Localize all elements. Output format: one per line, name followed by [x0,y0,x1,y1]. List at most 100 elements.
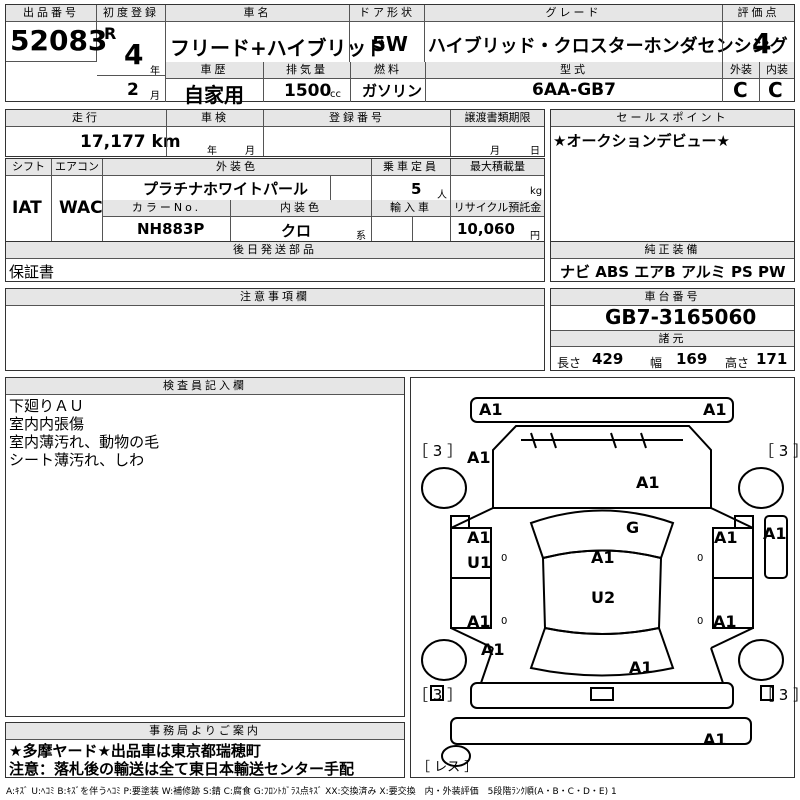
damage-mark: A1 [467,528,491,547]
damage-mark: A1 [467,612,491,631]
shift: IAT [12,198,42,218]
tr-day-unit: 日 [530,146,540,157]
import-label: 輸入車 [372,200,450,217]
damage-mark: A1 [591,548,615,567]
max-load-unit: kg [530,186,543,197]
width: 169 [676,350,708,368]
header-block [5,4,795,102]
history: 自家用 [184,83,244,107]
inspector-line: 室内薄汚れ、動物の毛 [9,433,160,451]
insp-month-unit: 月 [245,146,255,157]
office-block [5,722,405,778]
later-parts: 保証書 [9,263,55,281]
damage-mark: A1 [714,528,738,547]
damage-mark: A1 [629,658,653,677]
equipment-label: 純正装備 [551,242,794,259]
car-diagram: A1 A1 A1 A1 A1 G A1 A1 A1 U1 A1 U2 A1 A1… [410,377,800,778]
capacity-label: 乗車定員 [372,159,450,176]
damage-mark: A1 [481,640,505,659]
tire-label: 0 [501,616,508,627]
ext-color-label: 外装色 [103,159,371,176]
reg-no-label: 登録番号 [264,110,450,127]
later-parts-block [5,241,545,282]
int-color-label: 内装色 [231,200,371,217]
damage-mark: G [626,518,640,537]
model: 6AA-GB7 [532,80,616,100]
interior-color: クロ [281,222,312,240]
transfer-label: 譲渡書類期限 [451,110,544,127]
specs-label: 諸元 [551,330,794,347]
inspection-label: 車検 [167,110,263,127]
interior-color-unit: 系 [356,231,366,242]
sales-point-label: セールスポイント [551,110,794,127]
exterior-color: プラチナホワイトパール [143,180,309,198]
damage-mark: A1 [763,524,787,543]
chassis-label: 車台番号 [551,289,794,306]
reg-month: 2 [127,80,139,100]
office-line-1: ★多摩ヤード★出品車は東京都瑞穂町 [9,742,261,760]
year-unit: 年 [150,66,160,77]
max-load-label: 最大積載量 [451,159,544,176]
damage-mark: A1 [467,448,491,467]
month-unit: 月 [150,91,160,102]
reg-year: 4 [124,38,144,71]
tire-bracket: ［ 3 ］ [759,686,800,704]
lot-number: 52083 [10,24,108,57]
chassis-number: GB7-3165060 [605,305,757,329]
equipment-block [550,241,795,282]
grade: ハイブリッド・クロスターホンダセンシング [428,36,788,57]
damage-mark: A1 [636,473,660,492]
tire-label: 0 [697,553,704,564]
office-line-2: 注意：落札後の輸送は全て東日本輸送センター手配 [9,760,355,778]
mileage-block [5,109,545,157]
color-no: NH883P [137,220,205,238]
tire-bracket: ［ 3 ］ [759,442,800,460]
fuel-label: 燃料 [351,62,425,79]
damage-mark: A1 [713,612,737,631]
notes-label: 注意事項欄 [6,289,544,306]
inspector-line: 室内内張傷 [9,415,85,433]
recycle-label: リサイクル預託金 [451,200,544,217]
inspector-line: 下廻りＡＵ [9,397,85,415]
length-label: 長さ [557,356,582,370]
legend: A:ｷｽﾞ U:ﾍｺﾐ B:ｷｽﾞを伴うﾍｺﾐ P:要塗装 W:補修跡 S:錆 … [6,787,617,797]
score: 4 [752,27,772,60]
ext-label: 外装 [723,62,759,79]
displacement: 1500 [284,81,332,101]
inspector-label: 検査員記入欄 [6,378,404,395]
tire-bracket: ［ 3 ］ [413,686,463,704]
damage-mark: U2 [591,588,616,607]
shift-label: シフト [6,159,51,176]
equipment: ナビ ABS エアB アルミ PS PW [560,263,786,281]
first-reg-label: 初度登録 [97,5,165,22]
damage-mark: A1 [479,400,503,419]
height-label: 高さ [725,356,750,370]
recycle-unit: 円 [530,231,540,242]
mileage: 17,177 km [80,132,181,152]
tire-label: 0 [501,553,508,564]
history-label: 車歴 [166,62,263,79]
car-name: フリード+ハイブリッド [170,36,387,60]
damage-mark: A1 [703,730,727,749]
insp-year-unit: 年 [207,146,217,157]
door-type: 5W [372,32,408,56]
era: R [104,24,117,43]
air-conditioner: WAC [59,198,103,218]
displacement-label: 排気量 [264,62,350,79]
damage-mark: U1 [467,553,492,572]
spare-tire-label: ［ レス ］ [417,760,478,775]
color-no-label: カラーNo. [103,200,230,217]
length: 429 [592,350,624,368]
lot-no-label: 出品番号 [6,5,96,22]
tr-month-unit: 月 [490,146,500,157]
tire-label: 0 [697,616,704,627]
int-grade: C [768,78,783,102]
mileage-label: 走行 [6,110,166,127]
width-label: 幅 [650,356,663,370]
fuel: ガソリン [362,82,423,100]
capacity-unit: 人 [437,190,447,201]
chassis-block [550,288,795,371]
model-label: 型式 [426,62,722,79]
later-parts-label: 後日発送部品 [6,242,544,259]
car-name-label: 車名 [166,5,349,22]
